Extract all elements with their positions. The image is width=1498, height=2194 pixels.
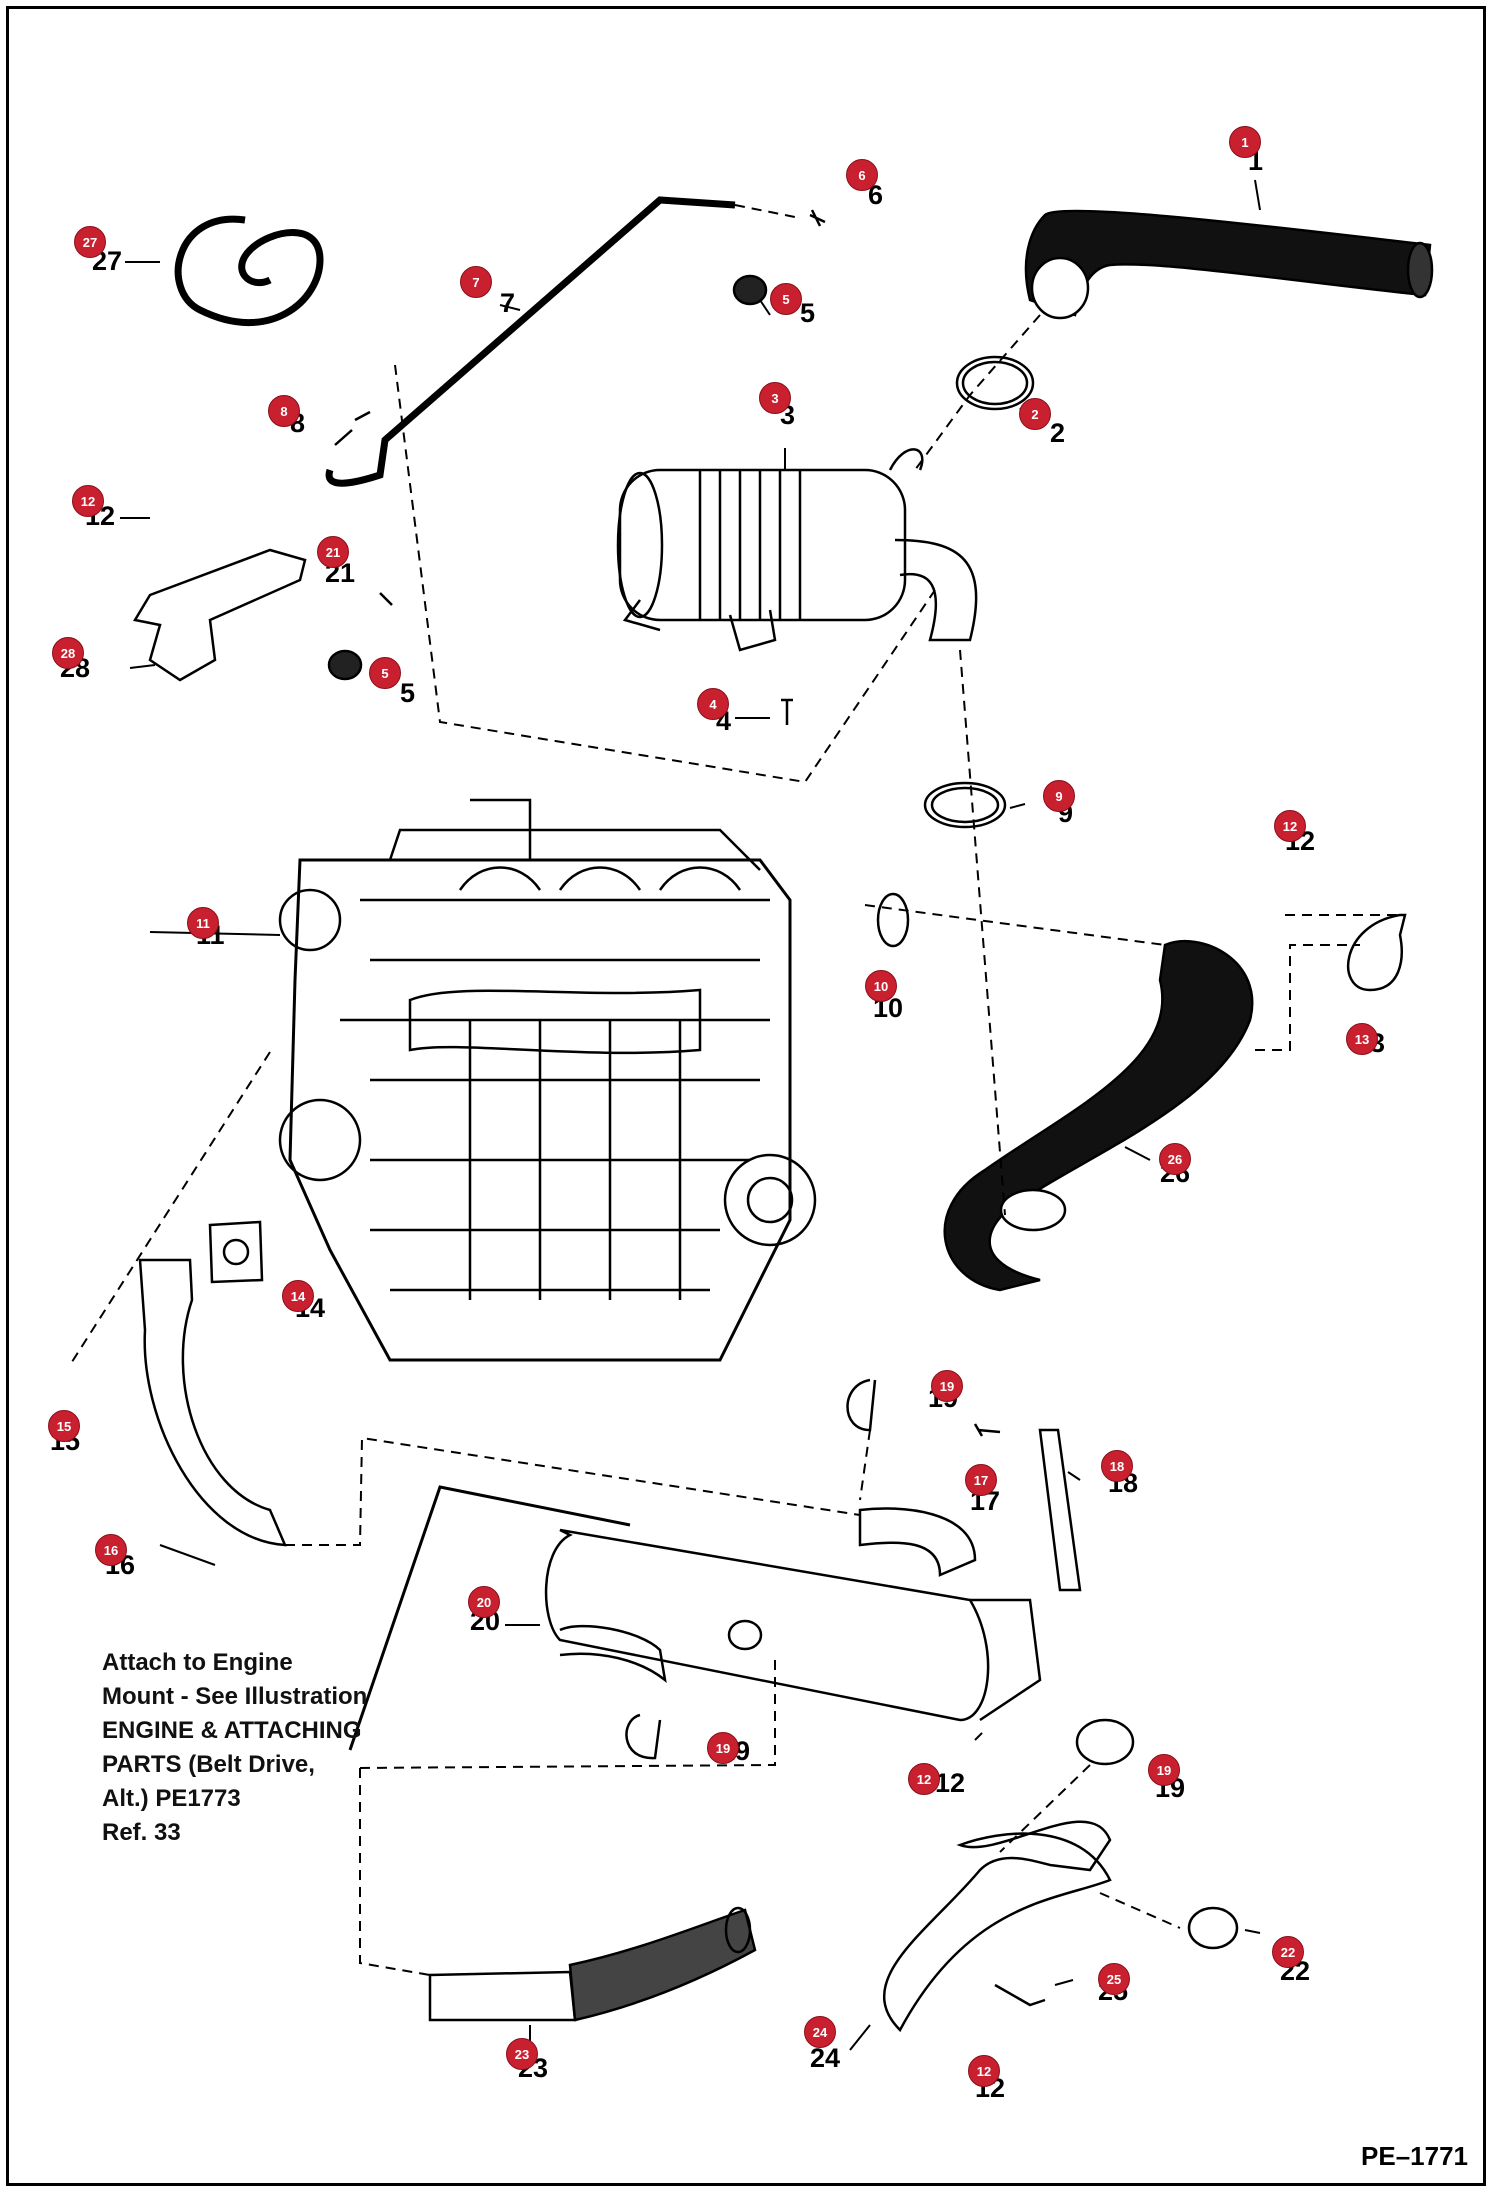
part-9-clamp	[923, 781, 1007, 829]
part-7-tube	[325, 196, 736, 487]
callout-2[interactable]: 2	[1019, 398, 1051, 430]
callout-11[interactable]: 11	[187, 907, 219, 939]
partnum-12c: 12	[935, 1768, 966, 1798]
note-line-6: Ref. 33	[102, 1819, 181, 1846]
note-line-5: Alt.) PE1773	[102, 1785, 241, 1812]
part-25-bracket	[994, 1983, 1046, 2007]
part-11-engine	[278, 798, 817, 1362]
callout-17[interactable]: 17	[965, 1464, 997, 1496]
part-5-isolator-mid	[327, 649, 363, 681]
part-18-bracket	[1038, 1428, 1082, 1592]
part-6-screw	[809, 209, 826, 227]
partnum-24: 24	[810, 2043, 841, 2073]
illustration-reference-code: PE–1771	[1361, 2141, 1468, 2171]
callout-23[interactable]: 23	[506, 2038, 538, 2070]
callout-19b[interactable]: 19	[707, 1732, 739, 1764]
callout-24[interactable]: 24	[804, 2016, 836, 2048]
callout-7[interactable]: 7	[460, 266, 492, 298]
partnum-5b: 5	[400, 678, 416, 708]
callout-19c[interactable]: 19	[1148, 1754, 1180, 1786]
callout-9[interactable]: 9	[1043, 780, 1075, 812]
part-1-hose	[1024, 209, 1432, 317]
note-line-3: ENGINE & ATTACHING	[102, 1717, 362, 1744]
part-8-fitting	[334, 410, 371, 446]
callout-12a[interactable]: 12	[72, 485, 104, 517]
callout-5a[interactable]: 5	[770, 283, 802, 315]
part-19-clamp-mid	[625, 1713, 662, 1760]
callout-10[interactable]: 10	[865, 970, 897, 1002]
callout-16[interactable]: 16	[95, 1534, 127, 1566]
note-line-4: PARTS (Belt Drive,	[102, 1751, 315, 1778]
partnum-6: 6	[868, 180, 884, 210]
callout-6[interactable]: 6	[846, 159, 878, 191]
part-27-hose-coil	[174, 215, 324, 326]
callout-5b[interactable]: 5	[369, 657, 401, 689]
part-23-flex-pipe	[428, 1906, 757, 2022]
part-21-fitting	[379, 592, 393, 606]
part-16-pipe	[138, 1258, 287, 1547]
callout-15[interactable]: 15	[48, 1410, 80, 1442]
callout-22[interactable]: 22	[1272, 1936, 1304, 1968]
part-20-muffler	[544, 1507, 1042, 1722]
part-17-screw	[973, 1423, 1001, 1437]
callout-8[interactable]: 8	[268, 395, 300, 427]
part-13-clamp	[1346, 913, 1407, 992]
partnum-7: 7	[500, 288, 516, 318]
partnum-2: 2	[1050, 418, 1066, 448]
part-24-tailpipe	[883, 1820, 1112, 2033]
part-19-clamp-top	[846, 1378, 877, 1432]
callout-12b[interactable]: 12	[1274, 810, 1306, 842]
part-5-isolator-top	[732, 274, 768, 306]
callout-19a[interactable]: 19	[931, 1370, 963, 1402]
note-line-1: Attach to Engine	[102, 1649, 293, 1676]
diagram-frame	[6, 6, 1486, 2186]
callout-1[interactable]: 1	[1229, 126, 1261, 158]
callout-20[interactable]: 20	[468, 1586, 500, 1618]
part-4-bolt	[781, 698, 793, 725]
callout-12c[interactable]: 12	[908, 1763, 940, 1795]
part-22-clamp	[1187, 1906, 1239, 1950]
cross-reference-note: Attach to Engine Mount - See Illustratio…	[102, 1646, 442, 1850]
part-26-hose	[943, 940, 1254, 1292]
callout-26[interactable]: 26	[1159, 1143, 1191, 1175]
part-10-clamp	[876, 892, 910, 948]
callout-18[interactable]: 18	[1101, 1450, 1133, 1482]
callout-27[interactable]: 27	[74, 226, 106, 258]
partnum-5a: 5	[800, 298, 816, 328]
callout-3[interactable]: 3	[759, 382, 791, 414]
note-line-2: Mount - See Illustration	[102, 1683, 368, 1710]
callout-14[interactable]: 14	[282, 1280, 314, 1312]
part-14-gasket	[208, 1220, 264, 1284]
part-2-clamp	[955, 355, 1035, 411]
callout-12d[interactable]: 12	[968, 2055, 1000, 2087]
part-3-air-cleaner	[616, 448, 978, 652]
callout-21[interactable]: 21	[317, 536, 349, 568]
callout-28[interactable]: 28	[52, 637, 84, 669]
part-28-heat-shield	[133, 548, 307, 682]
callout-25[interactable]: 25	[1098, 1963, 1130, 1995]
callout-13[interactable]: 13	[1346, 1023, 1378, 1055]
callout-4[interactable]: 4	[697, 688, 729, 720]
part-19-clamp-right	[1075, 1718, 1135, 1766]
